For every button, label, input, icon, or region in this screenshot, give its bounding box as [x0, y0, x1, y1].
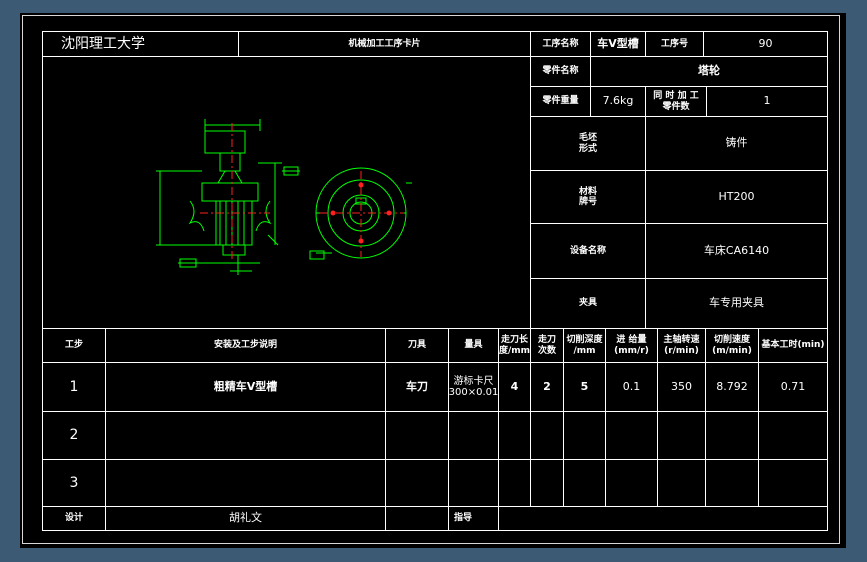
row1-time: 0.71: [780, 379, 806, 393]
drawing-v-groove: [217, 170, 243, 184]
material-label-line1: 材料: [578, 186, 597, 197]
part-name-value: 塔轮: [698, 64, 720, 78]
header-cut-depth-line2: /mm: [573, 345, 596, 356]
row1-gauge-line1: 游标卡尺: [453, 375, 494, 387]
header-feed-line1: 进 给量: [616, 335, 647, 346]
row1-cut-speed: 8.792: [716, 379, 748, 393]
drawing-outer-circle: [315, 167, 407, 259]
header-speed-line2: (r/min): [664, 345, 699, 356]
header-desc: 安装及工步说明: [213, 340, 277, 351]
part-name-label: 零件名称: [542, 66, 579, 77]
school-name: 沈阳理工大学: [61, 35, 145, 52]
header-speed: 主轴转速 (r/min): [658, 329, 705, 362]
same-time-label-line1: 同 时 加 工: [653, 91, 699, 102]
process-name-label: 工序名称: [542, 38, 579, 49]
process-no-value: 90: [758, 36, 773, 50]
drawing-chuck-left: [188, 200, 205, 232]
header-time: 基本工时(min): [761, 340, 825, 351]
designer-name: 胡礼文: [229, 511, 262, 525]
equipment-label: 设备名称: [569, 245, 606, 256]
same-time-label: 同 时 加 工 零件数: [646, 87, 706, 116]
header-passes-line1: 走刀: [537, 335, 556, 346]
row1-cut-depth: 5: [580, 379, 589, 393]
header-gauge: 量具: [464, 340, 483, 351]
header-speed-line1: 主轴转速: [663, 335, 700, 346]
header-passes-line2: 次数: [537, 345, 556, 356]
row1-desc: 粗精车V型槽: [213, 379, 278, 393]
part-weight-label: 零件重量: [542, 96, 579, 107]
guide-label: 指导: [453, 513, 472, 524]
blank-value: 铸件: [725, 136, 748, 150]
row1-feed: 0.1: [622, 379, 641, 393]
process-no-label: 工序号: [660, 38, 688, 49]
row1-step: 1: [69, 378, 79, 395]
row1-gauge: 游标卡尺 300×0.01: [448, 363, 499, 411]
blank-label-line1: 毛坯: [578, 133, 597, 144]
header-cut-speed-line2: (m/min): [712, 345, 752, 356]
process-card-sheet: 沈阳理工大学 机械加工工序卡片 工序名称 车V型槽 工序号 90 零件名称 塔轮…: [20, 13, 846, 548]
header-depth: 走刀长 度/mm: [499, 329, 530, 362]
header-depth-line1: 走刀长: [500, 335, 528, 346]
design-label: 设计: [64, 513, 83, 524]
equipment-value: 车床CA6140: [703, 243, 770, 257]
part-weight-value: 7.6kg: [602, 94, 634, 108]
row1-speed: 350: [671, 379, 692, 393]
header-tool: 刀具: [407, 340, 426, 351]
same-time-label-line2: 零件数: [662, 101, 690, 112]
fixture-label: 夹具: [578, 298, 597, 309]
row2-step: 2: [69, 427, 79, 444]
header-cut-speed: 切削速度 (m/min): [706, 329, 758, 362]
header-cut-depth: 切削深度 /mm: [564, 329, 605, 362]
material-label-line2: 牌号: [578, 197, 597, 207]
process-name-value: 车V型槽: [597, 36, 639, 50]
material-value: HT200: [718, 189, 755, 203]
fixture-value: 车专用夹具: [709, 296, 764, 310]
drawing-groove-block: [219, 152, 241, 172]
drawing-bore-section: [215, 200, 253, 246]
row1-depth: 4: [510, 379, 519, 393]
blank-label-line2: 形式: [578, 143, 597, 154]
header-cut-speed-line1: 切削速度: [713, 335, 750, 346]
row1-passes: 2: [543, 379, 551, 393]
header-depth-line2: 度/mm: [498, 345, 531, 356]
header-passes: 走刀 次数: [531, 329, 563, 362]
drawing-rim: [201, 182, 259, 202]
header-feed: 进 给量 (mm/r): [606, 329, 657, 362]
row3-step: 3: [69, 474, 79, 491]
card-title: 机械加工工序卡片: [348, 38, 421, 49]
part-drawing: [156, 119, 412, 275]
same-time-value: 1: [763, 94, 771, 108]
row1-gauge-line2: 300×0.01: [448, 387, 499, 398]
header-cut-depth-line1: 切削深度: [566, 335, 603, 346]
material-label: 材料 牌号: [531, 171, 645, 223]
header-feed-line2: (mm/r): [614, 345, 649, 356]
blank-label: 毛坯 形式: [531, 117, 645, 170]
table-grid: [42, 31, 828, 531]
outer-frame: [22, 15, 840, 544]
drawing-hub-top: [204, 130, 246, 154]
header-step: 工步: [64, 340, 83, 351]
row1-tool: 车刀: [406, 379, 428, 393]
